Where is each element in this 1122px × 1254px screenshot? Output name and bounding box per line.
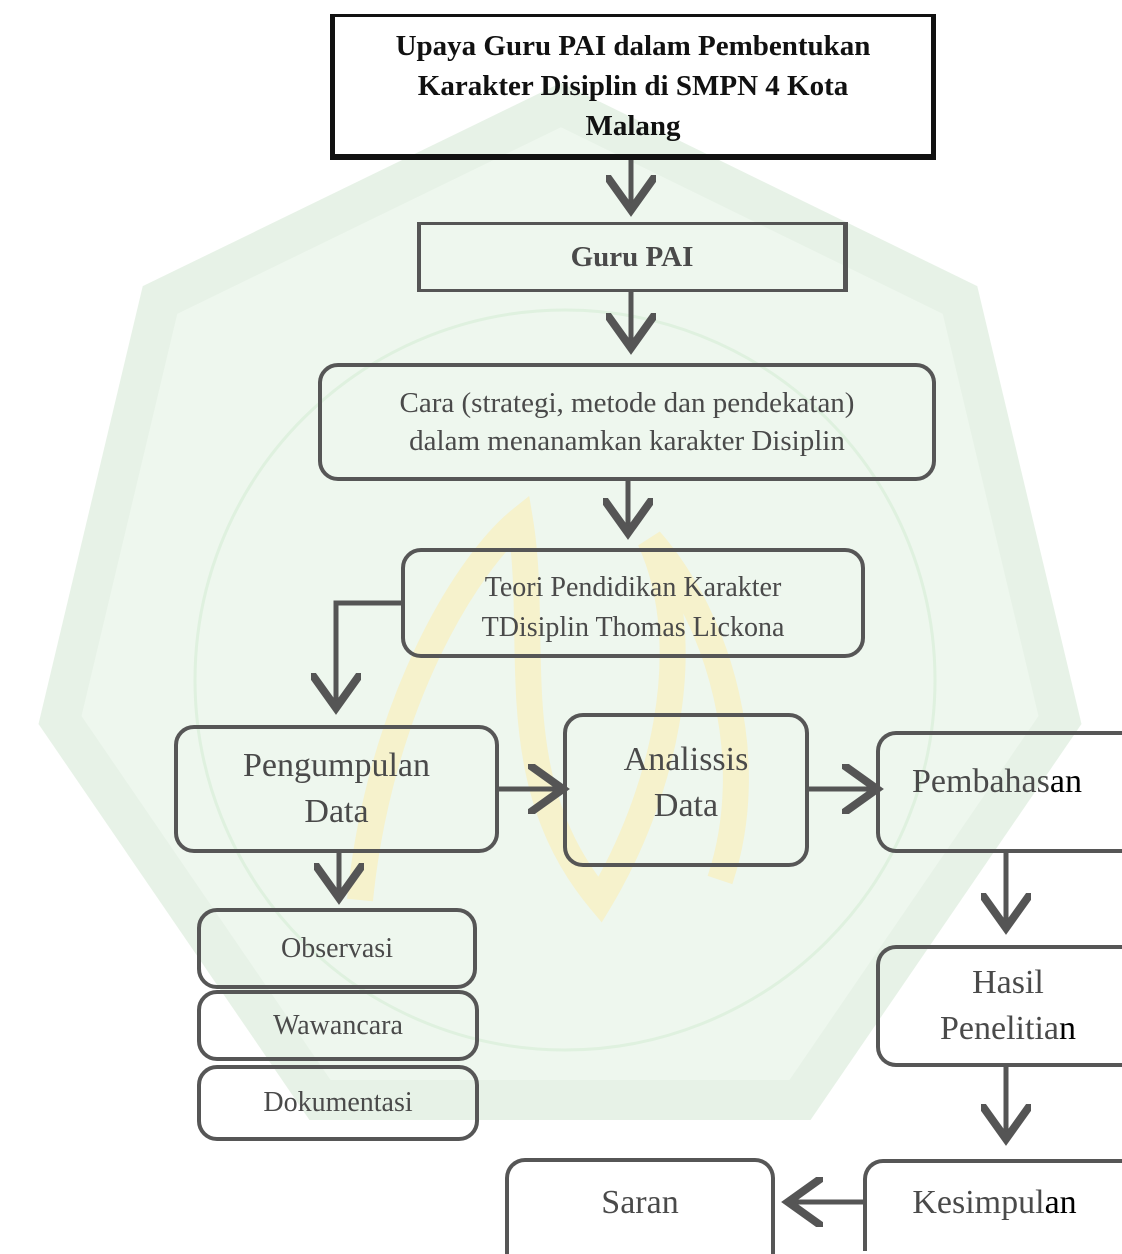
- kesimpulan-text-main: Kesimpul: [912, 1184, 1045, 1221]
- analisis-data-text: Analissis Data: [623, 741, 749, 824]
- guru-pai-box: Guru PAI: [417, 222, 848, 292]
- kesimpulan-text: Kesimpulan: [912, 1180, 1076, 1226]
- hasil-penelitian-text: Hasil Penelitian: [940, 960, 1076, 1052]
- pembahasan-text-end: an: [1049, 763, 1082, 800]
- hasil-penelitian-box: Hasil Penelitian: [876, 945, 1122, 1067]
- pembahasan-box: Pembahasan: [876, 731, 1122, 853]
- hasil-penelitian-text-main: Hasil Penelitia: [940, 964, 1059, 1047]
- wawancara-text: Wawancara: [273, 1009, 403, 1041]
- dokumentasi-text: Dokumentasi: [263, 1087, 413, 1118]
- teori-box: Teori Pendidikan Karakter TDisiplin Thom…: [401, 548, 865, 658]
- pembahasan-text-main: Pembahas: [912, 763, 1050, 800]
- pengumpulan-data-text: Pengumpulan Data: [243, 747, 430, 830]
- observasi-box: Observasi: [197, 908, 477, 989]
- teori-text: Teori Pendidikan Karakter TDisiplin Thom…: [481, 572, 785, 643]
- dokumentasi-box: Dokumentasi: [197, 1065, 479, 1141]
- saran-box: Saran: [505, 1158, 775, 1254]
- arrow-teori-to-pengumpulan: [336, 600, 404, 703]
- title-box: Upaya Guru PAI dalam Pembentukan Karakte…: [330, 14, 936, 160]
- kesimpulan-box: Kesimpulan: [863, 1159, 1122, 1251]
- analisis-data-box: Analissis Data: [563, 713, 809, 867]
- observasi-text: Observasi: [281, 932, 393, 964]
- watermark-calligraphy: [347, 495, 749, 923]
- cara-text: Cara (strategi, metode dan pendekatan) d…: [399, 387, 855, 457]
- pembahasan-text: Pembahasan: [912, 759, 1082, 805]
- kesimpulan-text-end: an: [1044, 1184, 1077, 1221]
- watermark-circle: [193, 308, 937, 1052]
- pengumpulan-data-box: Pengumpulan Data: [174, 725, 499, 853]
- title-text: Upaya Guru PAI dalam Pembentukan Karakte…: [395, 29, 871, 142]
- wawancara-box: Wawancara: [197, 990, 479, 1061]
- saran-text: Saran: [601, 1184, 679, 1221]
- cara-box: Cara (strategi, metode dan pendekatan) d…: [318, 363, 936, 481]
- hasil-penelitian-text-end: n: [1058, 1010, 1076, 1047]
- guru-pai-text: Guru PAI: [570, 240, 694, 273]
